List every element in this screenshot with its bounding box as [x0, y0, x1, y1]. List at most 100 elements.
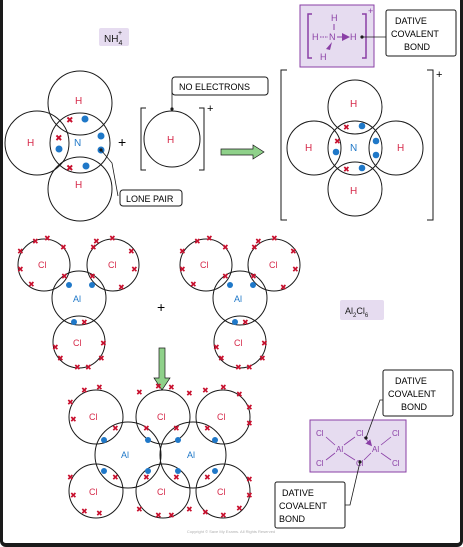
svg-text:✖: ✖ [155, 382, 162, 391]
alcl3-right-bond-electrons: ✖ ✖ ✖ [222, 272, 257, 327]
svg-text:DATIVE: DATIVE [395, 16, 427, 26]
callout-dative-bottom: DATIVE COVALENT BOND [274, 460, 362, 529]
ammonium-molecule: + H H H H N ✖ ✖ ✖ [280, 69, 442, 221]
svg-text:✖: ✖ [143, 424, 150, 433]
svg-text:✖: ✖ [70, 491, 77, 500]
svg-text:✖: ✖ [128, 247, 135, 256]
svg-text:✖: ✖ [194, 237, 201, 246]
svg-text:NO ELECTRONS: NO ELECTRONS [179, 82, 250, 92]
alcl3-left-bond-electrons: ✖ ✖ ✖ [61, 272, 96, 327]
svg-text:✖: ✖ [235, 363, 242, 372]
svg-text:H: H [312, 32, 319, 42]
svg-text:Cl: Cl [157, 412, 166, 422]
svg-text:✖: ✖ [112, 424, 119, 433]
svg-text:✖: ✖ [242, 318, 249, 327]
svg-text:N: N [329, 32, 336, 42]
al2cl6-bond-electrons: ✖ ✖ ✖ ✖ ✖ ✖ ✖ ✖ [101, 424, 218, 482]
svg-text:N: N [350, 143, 357, 154]
svg-text:✖: ✖ [143, 473, 150, 482]
svg-text:+: + [207, 103, 213, 115]
al2cl6-structure-box: Cl Cl Cl Al Al Cl Cl Cl [309, 419, 407, 473]
hydrogen-ion: H + [140, 103, 213, 171]
svg-text:Cl: Cl [316, 459, 324, 468]
svg-text:H: H [75, 96, 82, 107]
svg-text:NH4: NH4 [104, 34, 122, 47]
svg-text:Al: Al [336, 445, 343, 454]
svg-text:✖: ✖ [218, 354, 225, 363]
svg-text:✖: ✖ [246, 419, 253, 428]
svg-text:Cl: Cl [316, 429, 324, 438]
svg-text:Cl: Cl [200, 260, 209, 270]
svg-text:✖: ✖ [93, 237, 100, 246]
down-arrow [153, 347, 171, 391]
svg-text:✖: ✖ [96, 383, 103, 392]
svg-text:✖: ✖ [280, 283, 287, 292]
svg-text:DATIVE: DATIVE [282, 488, 314, 498]
svg-text:✖: ✖ [290, 247, 297, 256]
svg-text:✖: ✖ [89, 272, 96, 281]
svg-text:✖: ✖ [186, 505, 193, 514]
svg-text:Cl: Cl [234, 338, 243, 348]
svg-text:✖: ✖ [28, 280, 35, 289]
svg-text:Cl: Cl [217, 412, 226, 422]
svg-text:✖: ✖ [206, 234, 213, 243]
svg-text:✖: ✖ [186, 389, 193, 398]
svg-text:✖: ✖ [246, 363, 253, 372]
svg-text:✖: ✖ [66, 115, 74, 125]
svg-text:✖: ✖ [98, 354, 105, 363]
svg-text:✖: ✖ [220, 511, 227, 520]
svg-text:✖: ✖ [61, 272, 68, 281]
alcl3-molecule-right: Cl Cl Al Cl ✖✖✖✖✖✖ ✖✖✖✖✖✖ ✖✖✖✖✖✖ ✖ ✖ ✖ [179, 234, 301, 372]
svg-text:✖: ✖ [222, 272, 229, 281]
svg-text:✖: ✖ [55, 133, 63, 143]
nh4-electrons: ✖ ✖ ✖ [332, 122, 380, 174]
ammonia-molecule: H H H N ✖ ✖ ✖ [4, 70, 113, 222]
reaction-arrow [220, 144, 265, 160]
svg-text:H: H [320, 52, 327, 62]
svg-text:Al: Al [73, 294, 81, 304]
svg-text:✖: ✖ [155, 511, 162, 520]
svg-text:COVALENT: COVALENT [279, 501, 327, 511]
svg-text:BOND: BOND [404, 42, 431, 52]
svg-text:Cl: Cl [392, 429, 400, 438]
svg-text:✖: ✖ [213, 343, 220, 352]
al2cl6-molecule: Cl Cl Cl Al Al Cl Cl Cl ✖✖✖✖ ✖✖✖✖ ✖✖✖✖✖ … [67, 382, 253, 520]
svg-text:✖: ✖ [246, 475, 253, 484]
svg-text:✖: ✖ [81, 507, 88, 516]
svg-text:✖: ✖ [220, 383, 227, 392]
svg-text:✖: ✖ [259, 354, 266, 363]
svg-text:✖: ✖ [44, 234, 51, 243]
svg-text:✖: ✖ [118, 283, 125, 292]
svg-text:✖: ✖ [90, 243, 97, 252]
svg-text:✖: ✖ [67, 398, 74, 407]
ammonium-structure-box: + H H N H H [299, 4, 375, 68]
svg-text:DATIVE: DATIVE [395, 376, 427, 386]
svg-text:Cl: Cl [217, 487, 226, 497]
svg-text:LONE PAIR: LONE PAIR [126, 194, 174, 204]
svg-text:✖: ✖ [202, 386, 209, 395]
svg-text:Cl: Cl [38, 260, 47, 270]
svg-text:H: H [331, 13, 338, 23]
svg-text:H: H [350, 186, 357, 197]
callout-dative-mid: DATIVE COVALENT BOND [364, 369, 454, 440]
svg-text:✖: ✖ [190, 280, 197, 289]
svg-text:H: H [75, 180, 82, 191]
svg-text:✖: ✖ [112, 473, 119, 482]
svg-text:H: H [397, 143, 404, 154]
svg-text:BOND: BOND [279, 514, 306, 524]
ammonium-formula: NH4 + [99, 28, 129, 47]
al2cl6-outer-electrons: ✖✖✖✖ ✖✖✖✖ ✖✖✖✖✖ ✖✖✖✖ ✖✖✖✖ ✖✖✖✖✖ [67, 382, 253, 520]
svg-text:✖: ✖ [261, 339, 268, 348]
callout-no-electrons: NO ELECTRONS [170, 76, 269, 111]
svg-text:✖: ✖ [168, 511, 175, 520]
svg-text:BOND: BOND [401, 402, 428, 412]
svg-text:✖: ✖ [251, 243, 258, 252]
svg-text:✖: ✖ [74, 363, 81, 372]
svg-text:✖: ✖ [292, 265, 299, 274]
svg-text:✖: ✖ [173, 424, 180, 433]
svg-text:✖: ✖ [168, 383, 175, 392]
callout-lone-pair: LONE PAIR [99, 148, 183, 207]
svg-text:✖: ✖ [343, 123, 350, 132]
al2cl6-formula: Al2Cl6 [340, 300, 384, 320]
